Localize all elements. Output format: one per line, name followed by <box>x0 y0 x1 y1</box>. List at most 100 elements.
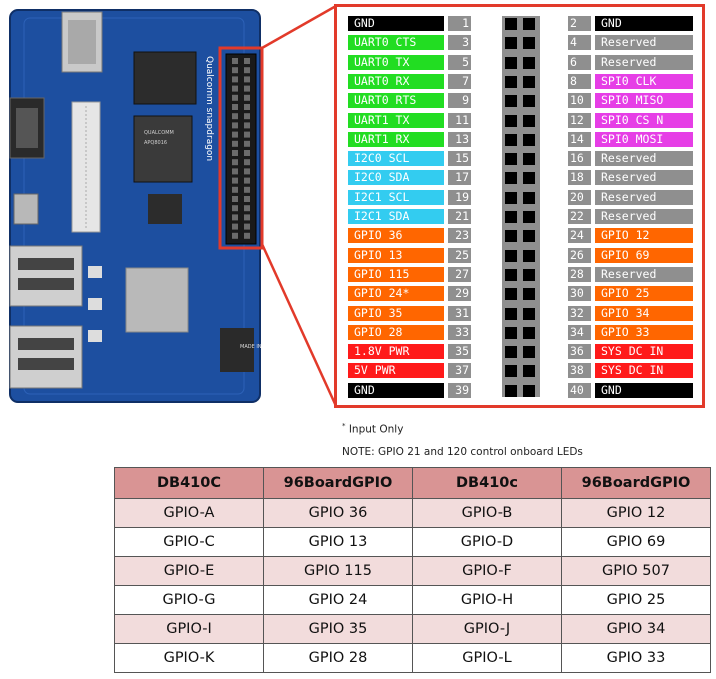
right-pin-label: GPIO 69 <box>595 248 693 263</box>
table-cell: GPIO-G <box>114 585 264 615</box>
left-pin-number: 23 <box>448 228 471 243</box>
left-pin-number: 37 <box>448 363 471 378</box>
right-pin-label: SYS DC IN <box>595 344 693 359</box>
left-pin-number: 29 <box>448 286 471 301</box>
board-header-pin <box>244 94 250 101</box>
header-hole <box>523 230 535 242</box>
table-header-row: DB410C 96BoardGPIO DB410c 96BoardGPIO <box>114 467 711 499</box>
left-pin-label: UART1 RX <box>348 132 444 147</box>
table-cell: GPIO-A <box>114 498 264 528</box>
right-pin-number: 38 <box>568 363 591 378</box>
table-cell: GPIO-C <box>114 527 264 557</box>
right-pin-label: Reserved <box>595 35 693 50</box>
header-hole <box>523 308 535 320</box>
gpio-mapping-table: DB410C 96BoardGPIO DB410c 96BoardGPIO GP… <box>114 467 711 673</box>
board-header-pin <box>244 159 250 166</box>
board-header-pin <box>244 113 250 120</box>
header-hole <box>505 134 517 146</box>
left-pin-label: UART0 RX <box>348 74 444 89</box>
table-cell: GPIO-K <box>114 643 264 673</box>
right-pin-number: 36 <box>568 344 591 359</box>
header-hole <box>505 37 517 49</box>
right-pin-label: GPIO 12 <box>595 228 693 243</box>
board-header-pin <box>232 205 238 212</box>
right-pin-number: 34 <box>568 325 591 340</box>
left-pin-label: GPIO 13 <box>348 248 444 263</box>
header-hole <box>523 134 535 146</box>
left-pin-label: UART1 TX <box>348 113 444 128</box>
table-cell: GPIO 33 <box>561 643 711 673</box>
table-cell: GPIO 12 <box>561 498 711 528</box>
left-pin-number: 11 <box>448 113 471 128</box>
board-header-pin <box>244 76 250 83</box>
header-hole <box>505 385 517 397</box>
input-only-footnote: * Input Only <box>342 422 403 436</box>
left-pin-label: 1.8V PWR <box>348 344 444 359</box>
header-hole <box>523 172 535 184</box>
header-hole <box>505 95 517 107</box>
header-96boardgpio: 96BoardGPIO <box>263 467 413 499</box>
right-pin-label: Reserved <box>595 209 693 224</box>
left-pin-label: 5V PWR <box>348 363 444 378</box>
board-header-pin <box>232 232 238 239</box>
footnote-mark: * <box>342 422 346 430</box>
board-header-pin <box>232 140 238 147</box>
left-pin-label: GND <box>348 16 444 31</box>
svg-text:QUALCOMM: QUALCOMM <box>144 130 174 136</box>
header-hole <box>505 18 517 30</box>
right-pin-number: 24 <box>568 228 591 243</box>
board-header-pin <box>232 76 238 83</box>
header-hole <box>505 57 517 69</box>
left-pin-number: 25 <box>448 248 471 263</box>
header-hole <box>505 76 517 88</box>
right-pin-label: SPI0 MISO <box>595 93 693 108</box>
right-pin-number: 4 <box>568 35 591 50</box>
header-hole <box>523 385 535 397</box>
right-pin-number: 16 <box>568 151 591 166</box>
right-pin-label: GPIO 33 <box>595 325 693 340</box>
left-pin-number: 39 <box>448 383 471 398</box>
table-cell: GPIO 34 <box>561 614 711 644</box>
board-header-pin <box>244 196 250 202</box>
header-hole <box>505 308 517 320</box>
left-pin-number: 17 <box>448 170 471 185</box>
table-cell: GPIO 69 <box>561 527 711 557</box>
header-hole <box>523 288 535 300</box>
table-cell: GPIO 115 <box>263 556 413 586</box>
right-pin-label: Reserved <box>595 267 693 282</box>
table-cell: GPIO 25 <box>561 585 711 615</box>
left-pin-label: GPIO 36 <box>348 228 444 243</box>
board-header-pin <box>232 94 238 101</box>
right-pin-number: 8 <box>568 74 591 89</box>
header-hole <box>505 269 517 281</box>
header-db410c: DB410C <box>114 467 264 499</box>
board-header-pin <box>244 104 250 110</box>
board-header-pin <box>244 214 250 221</box>
board-header-pin <box>232 186 238 193</box>
left-pin-label: GPIO 28 <box>348 325 444 340</box>
left-pin-number: 31 <box>448 306 471 321</box>
board-header-pin <box>232 67 238 74</box>
header-hole <box>523 37 535 49</box>
header-hole <box>523 365 535 377</box>
header-hole <box>505 288 517 300</box>
table-cell: GPIO-E <box>114 556 264 586</box>
left-pin-number: 13 <box>448 132 471 147</box>
right-pin-number: 30 <box>568 286 591 301</box>
header-hole <box>523 57 535 69</box>
svg-text:MADE IN: MADE IN <box>240 344 262 350</box>
left-pin-label: UART0 CTS <box>348 35 444 50</box>
board-header-pin <box>244 232 250 239</box>
right-pin-number: 2 <box>568 16 591 31</box>
header-connector <box>502 16 540 397</box>
board-header-pin <box>244 122 250 129</box>
right-pin-label: SYS DC IN <box>595 363 693 378</box>
board-header-pin <box>232 168 238 175</box>
left-pin-label: UART0 TX <box>348 55 444 70</box>
right-pin-label: SPI0 MOSI <box>595 132 693 147</box>
header-hole <box>523 153 535 165</box>
